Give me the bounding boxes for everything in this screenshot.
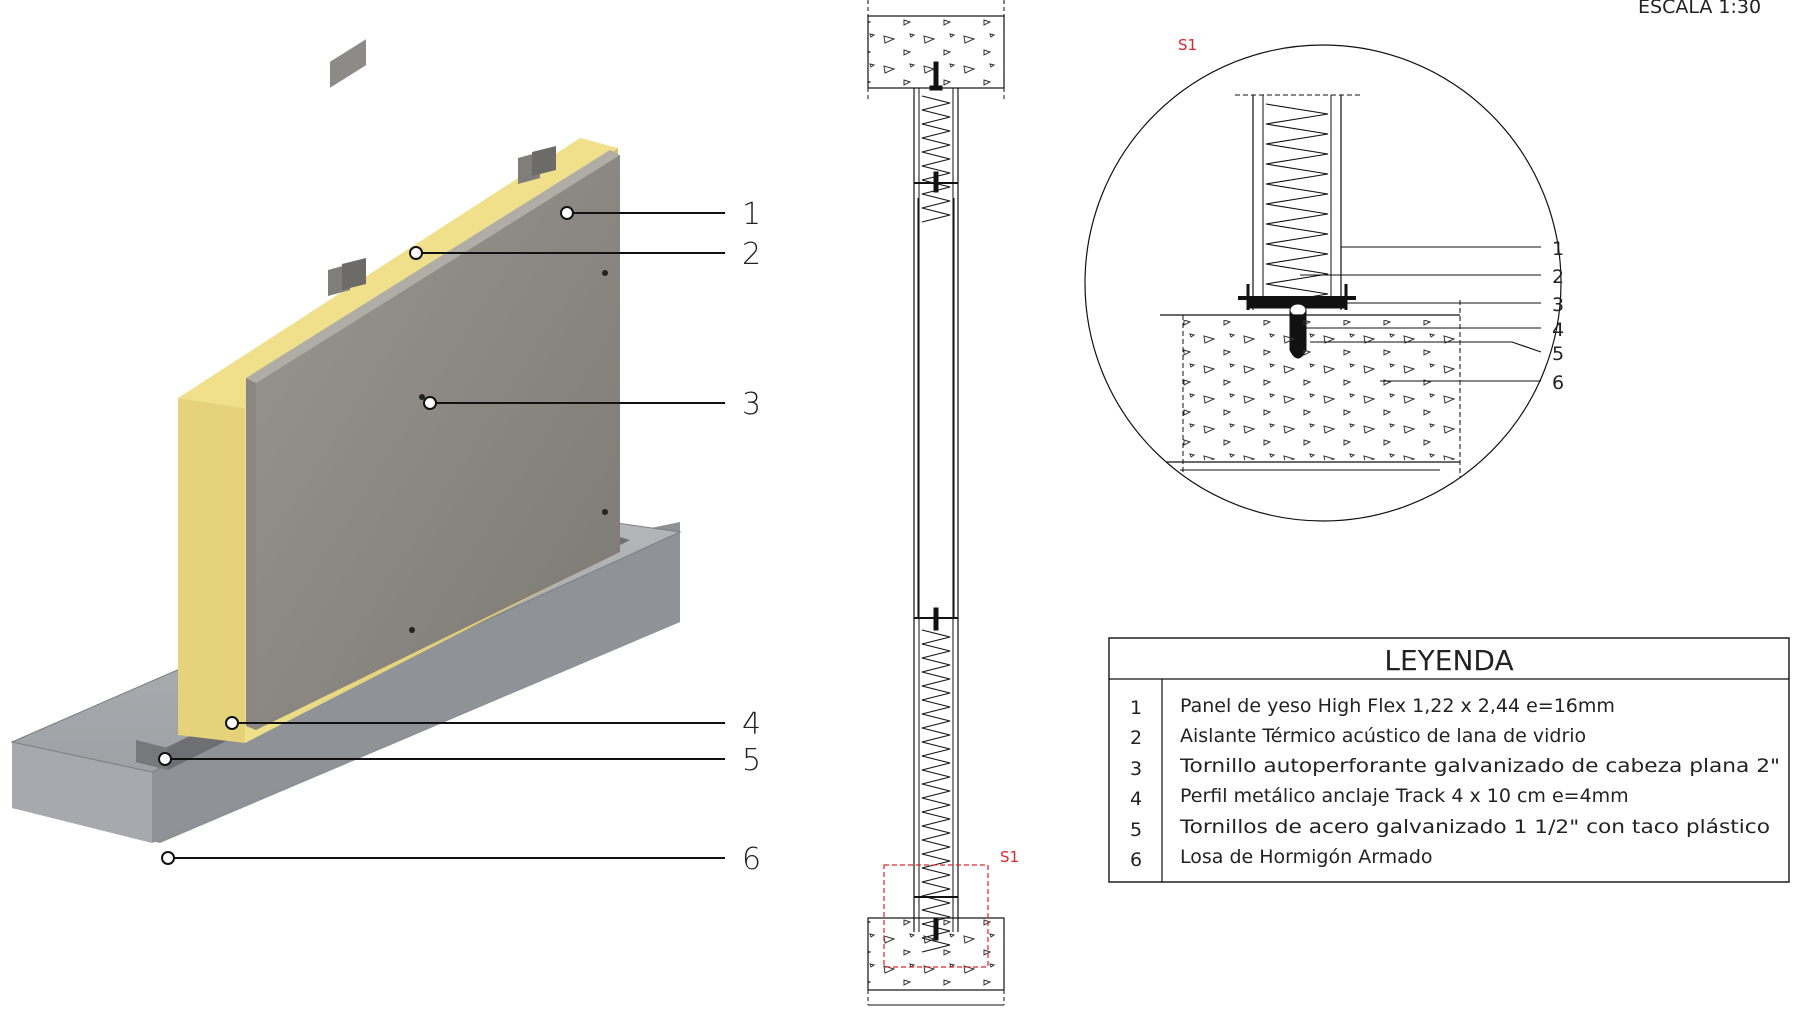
legend-item-5-text: Tornillos de acero galvanizado 1 1/2" co…	[1179, 816, 1770, 838]
callout-3d-5: 5	[742, 743, 761, 778]
legend-item-2-text: Aislante Térmico acústico de lana de vid…	[1180, 725, 1586, 747]
legend-item-4-num: 4	[1130, 788, 1142, 810]
detail-marker-section: S1	[1000, 848, 1019, 866]
scale-label: ESCALA 1:30	[1638, 0, 1761, 18]
detail-marker-circle: S1	[1178, 36, 1197, 54]
callout-detail-4: 4	[1552, 319, 1564, 341]
callout-leaders-3d	[158, 206, 725, 865]
vertical-section	[867, 0, 1005, 1006]
callout-numbers-3d: 1 2 3 4 5 6	[742, 197, 761, 877]
legend-item-6-text: Losa de Hormigón Armado	[1180, 846, 1433, 868]
legend-item-3-text: Tornillo autoperforante galvanizado de c…	[1179, 755, 1780, 777]
callout-3d-3: 3	[742, 387, 761, 422]
callout-3d-6: 6	[742, 842, 761, 877]
isometric-view: 1 2 3 4 5 6	[10, 39, 761, 877]
legend-item-4-text: Perfil metálico anclaje Track 4 x 10 cm …	[1180, 785, 1629, 807]
callout-detail-5: 5	[1552, 343, 1564, 365]
callout-3d-4: 4	[742, 707, 761, 742]
legend-item-5-num: 5	[1130, 819, 1142, 841]
callout-3d-2: 2	[742, 237, 761, 272]
callout-detail-2: 2	[1552, 266, 1564, 288]
callout-detail-6: 6	[1552, 372, 1564, 394]
stud-tabs	[328, 146, 556, 296]
gypsum-panel	[246, 150, 620, 730]
legend-item-6-num: 6	[1130, 849, 1142, 871]
legend-box: LEYENDA 1 Panel de yeso High Flex 1,22 x…	[1108, 637, 1790, 883]
callout-3d-1: 1	[742, 197, 761, 232]
callout-detail-1: 1	[1552, 238, 1564, 260]
callout-detail-3: 3	[1552, 294, 1564, 316]
legend-item-3-num: 3	[1130, 758, 1142, 780]
legend-title: LEYENDA	[1384, 644, 1513, 677]
legend-items: 1 Panel de yeso High Flex 1,22 x 2,44 e=…	[1130, 695, 1780, 871]
panel-screws	[409, 270, 608, 633]
legend-item-1-num: 1	[1130, 697, 1142, 719]
legend-item-1-text: Panel de yeso High Flex 1,22 x 2,44 e=16…	[1180, 695, 1615, 717]
legend-item-2-num: 2	[1130, 727, 1142, 749]
circular-detail: 1 2 3 4 5 6	[1084, 44, 1564, 522]
